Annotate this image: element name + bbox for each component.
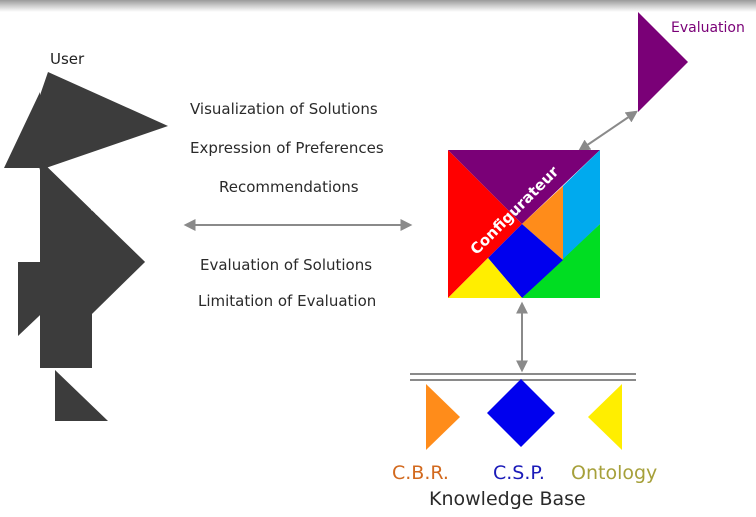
evaluation-triangle	[638, 12, 688, 112]
evaluation-label: Evaluation	[671, 20, 745, 36]
user-hat-shape	[28, 72, 168, 170]
evaluation-arrow	[578, 110, 638, 152]
user-foot-shape	[55, 370, 108, 421]
user-head-shape	[4, 92, 40, 168]
tangram-yellow	[448, 258, 522, 298]
ontology-label: Ontology	[571, 462, 658, 484]
configurateur-tangram: Configurateur	[448, 150, 600, 298]
recommendations-label: Recommendations	[219, 178, 359, 196]
tangram-cyan	[563, 150, 600, 260]
ontology-triangle	[588, 384, 622, 450]
expression-label: Expression of Preferences	[190, 139, 384, 157]
cbr-label: C.B.R.	[392, 462, 449, 484]
tangram-red	[448, 150, 522, 298]
csp-label: C.S.P.	[493, 462, 545, 484]
user-label: User	[50, 50, 85, 68]
csp-diamond	[487, 379, 555, 447]
tangram-orange	[522, 186, 563, 260]
knowledge-rail	[410, 373, 636, 381]
user-arm-shape	[18, 262, 96, 336]
evaluation-of-solutions-label: Evaluation of Solutions	[200, 256, 373, 274]
tangram-blue	[488, 224, 563, 298]
visualization-label: Visualization of Solutions	[190, 100, 378, 118]
user-leg-square	[40, 300, 92, 368]
knowledge-base-label: Knowledge Base	[429, 488, 586, 510]
limitation-label: Limitation of Evaluation	[198, 292, 377, 310]
cbr-triangle	[426, 384, 460, 450]
tangram-purple	[448, 150, 600, 224]
top-shadow-bar	[0, 0, 756, 12]
user-figure	[4, 72, 168, 421]
